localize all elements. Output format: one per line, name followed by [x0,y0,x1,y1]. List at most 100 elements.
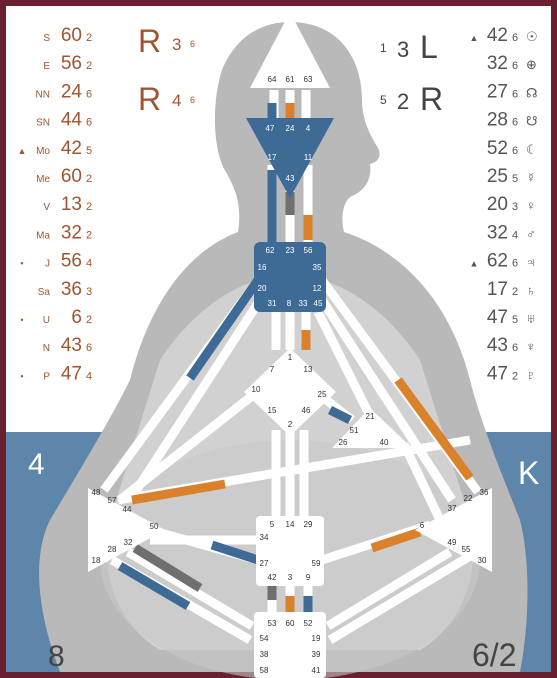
g-center[interactable]: 1 7 13 10 15 2 46 25 [244,348,336,436]
gate-number: 25 [487,166,508,187]
right-panel-label: K [518,455,539,491]
line-number: 6 [512,117,518,129]
gate-24: 24 [286,124,295,133]
line-number: 6 [512,60,518,72]
variable-number: 2 [397,89,409,114]
gate-number: 42 [487,25,508,46]
gate-17: 17 [268,153,277,162]
variable-pre: 1 [380,41,387,55]
gate-26: 26 [339,438,348,447]
ajna-center[interactable]: 47 24 4 17 11 43 [246,118,334,198]
line-number: 2 [86,201,92,213]
gate-52: 52 [304,619,313,628]
gate-25: 25 [318,390,327,399]
planet-symbol: NN [36,89,50,100]
gate-58: 58 [260,666,269,675]
line-number: 5 [512,173,518,185]
gate-59: 59 [312,559,321,568]
sacral-center[interactable]: 5 14 29 34 27 59 42 3 9 [256,516,324,586]
gate-number: 36 [61,279,82,300]
planet-symbol-icon: ♅ [526,311,536,326]
gate-44: 44 [123,505,132,514]
gate-56: 56 [304,246,313,255]
solar-plexus-center[interactable]: 36 22 37 6 49 55 30 [415,488,492,572]
gate-22: 22 [464,494,473,503]
line-number: 2 [86,32,92,44]
planet-symbol-icon: ⊕ [526,57,537,72]
activation-marker: ▲ [470,259,479,269]
gate-43: 43 [286,174,295,183]
variable-letter: R [138,81,161,117]
gate-number: 28 [487,110,508,131]
design-row: V 13 2 [43,194,92,215]
planet-symbol: U [43,315,50,326]
planet-symbol-icon: ♄ [526,283,536,298]
frame-right [551,0,557,678]
variable-pre: 5 [380,93,387,107]
gate-45: 45 [314,299,323,308]
planet-symbol-icon: ☋ [526,114,538,129]
gate-53: 53 [268,619,277,628]
gate-12: 12 [313,284,322,293]
gate-30: 30 [478,556,487,565]
planet-symbol-icon: ♀ [526,198,536,213]
bottom-right-label: 6/2 [472,637,516,673]
throat-center[interactable]: 62 23 56 16 35 20 12 31 8 33 45 [254,242,326,312]
line-number: 6 [512,32,518,44]
gate-34: 34 [260,533,269,542]
left-panel-label: 4 [28,448,45,481]
activation-marker: • [20,371,23,381]
line-number: 2 [86,314,92,326]
gate-61: 61 [286,75,295,84]
gate-number: 13 [61,194,82,215]
gate-27: 27 [260,559,269,568]
gate-7: 7 [270,365,275,374]
gate-2: 2 [288,420,293,429]
heart-center[interactable]: 21 51 26 40 [332,408,412,448]
line-number: 4 [86,370,92,382]
gate-47: 47 [266,124,275,133]
planet-symbol: E [43,61,50,72]
planet-symbol: V [43,202,50,213]
gate-number: 52 [487,138,508,159]
gate-number: 44 [61,110,83,131]
gate-number: 17 [487,279,508,300]
gate-number: 32 [487,222,508,243]
gate-54: 54 [260,634,269,643]
gate-28: 28 [108,545,117,554]
gate-33: 33 [299,299,308,308]
gate-48: 48 [92,488,101,497]
gate-14: 14 [286,520,295,529]
line-number: 2 [86,173,92,185]
line-number: 2 [512,370,518,382]
root-center[interactable]: 53 60 52 54 19 38 39 58 41 [254,612,326,678]
planet-symbol: J [45,259,50,270]
spleen-center[interactable]: 48 57 44 50 32 28 18 [88,488,165,572]
planet-symbol-icon: ♇ [526,367,536,382]
gate-35: 35 [313,263,322,272]
gate-41: 41 [312,666,321,675]
variable-letter: R [138,23,161,59]
gate-number: 47 [487,307,508,328]
variable-right-top: 1 3 L [380,29,438,65]
line-number: 3 [512,201,518,213]
head-center[interactable]: 64 61 63 [250,12,330,88]
gate-18: 18 [92,556,101,565]
variable-right-bottom: 5 2 R [380,81,443,117]
gate-number: 60 [61,166,82,187]
